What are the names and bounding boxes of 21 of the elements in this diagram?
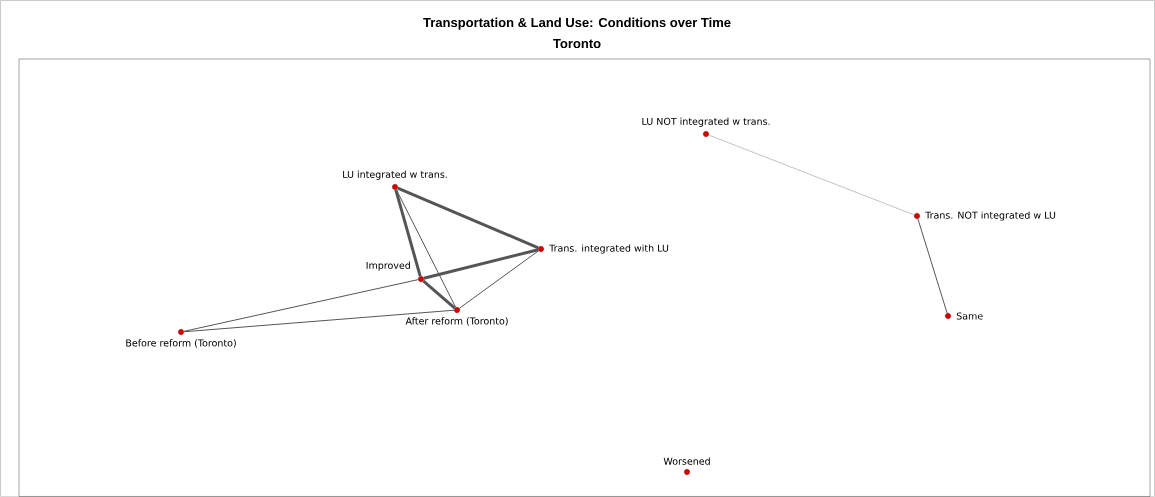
node-label: Worsened: [663, 457, 710, 465]
network-edge: [394, 189, 422, 277]
node-label: Same: [956, 312, 983, 320]
network-edge: [708, 134, 915, 216]
network-edge: [183, 309, 455, 333]
node-label: Trans. integrated with LU: [549, 244, 669, 254]
node-label: After reform (Toronto): [405, 317, 508, 326]
node-label: Before reform (Toronto): [126, 339, 236, 348]
node-label: Improved: [366, 261, 410, 271]
chart-title: Transportation & Land Use: Conditions over Time: [423, 17, 731, 30]
network-edge: [423, 248, 539, 280]
node-label: LU NOT integrated w trans.: [642, 117, 770, 127]
network-edge: [917, 218, 948, 314]
network-edge: [458, 250, 540, 309]
network-edge: [422, 279, 456, 310]
network-edge: [397, 186, 539, 250]
network-edge: [395, 189, 457, 308]
node-label: LU integrated w trans.: [343, 170, 447, 180]
node-label: Trans. NOT integrated w LU: [925, 211, 1056, 221]
chart-subtitle: Toronto: [553, 39, 601, 49]
network-edge: [183, 279, 419, 332]
